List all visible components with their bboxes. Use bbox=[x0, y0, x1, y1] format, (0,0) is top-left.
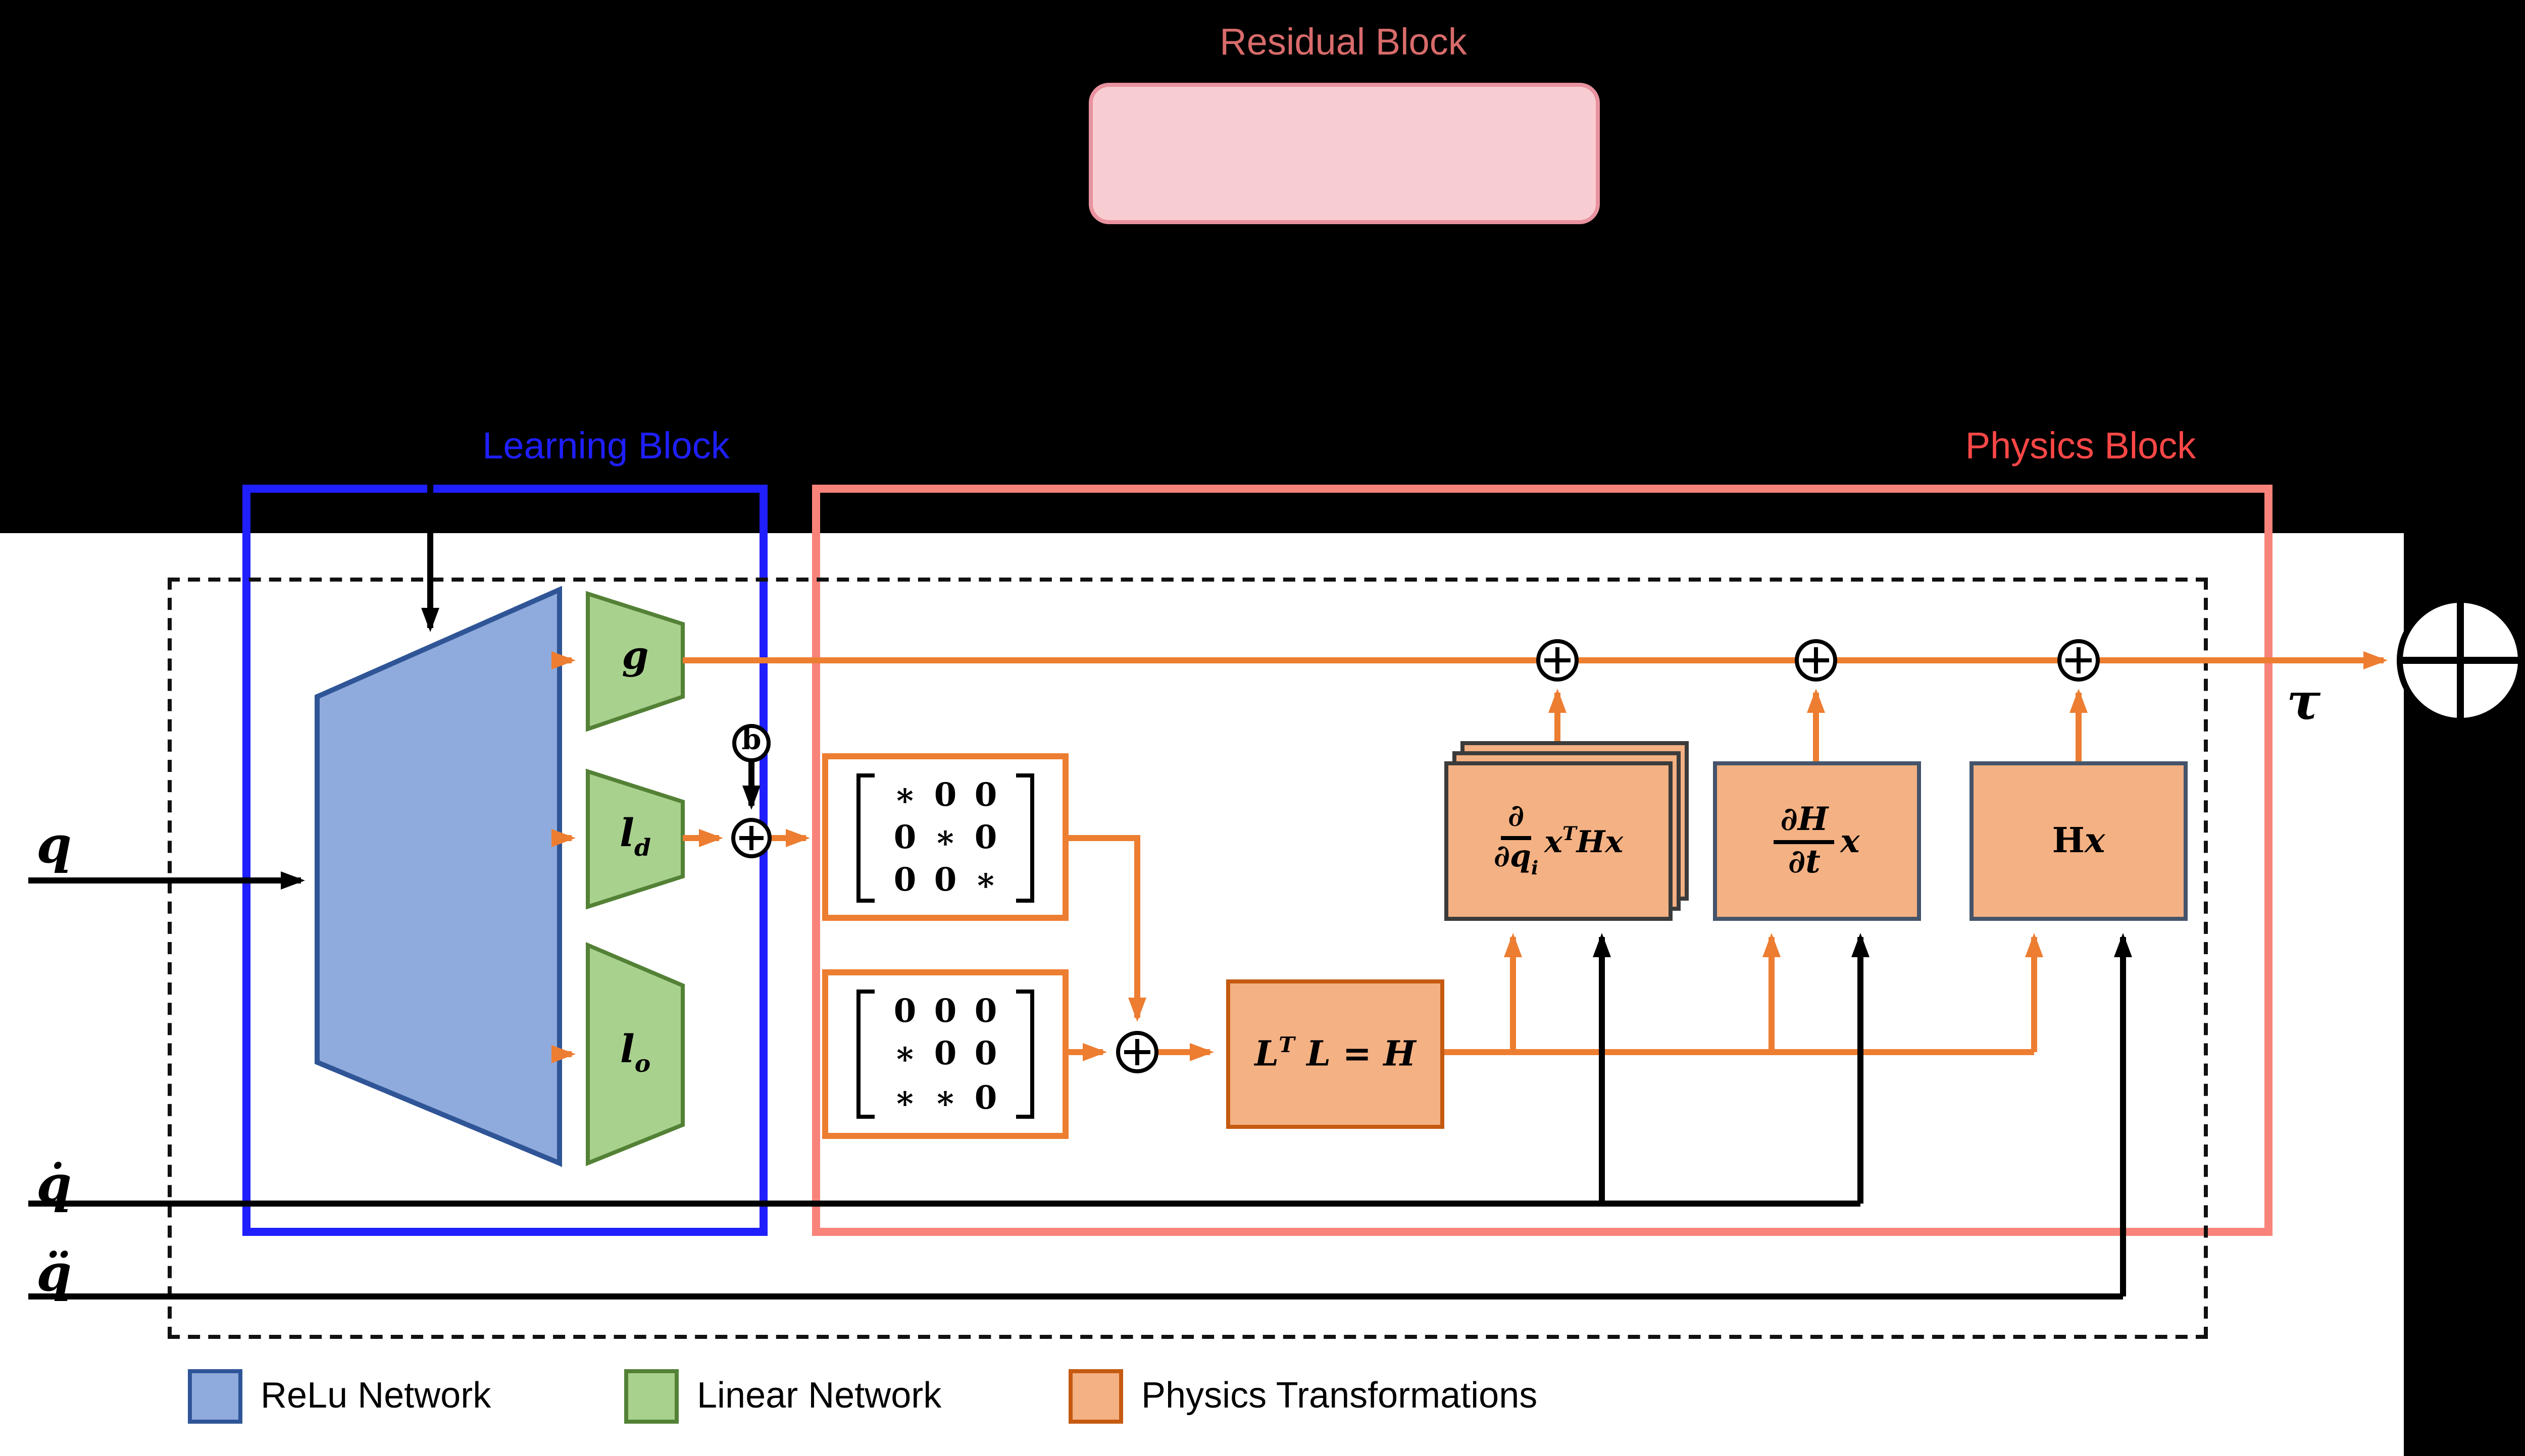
sum-node-3 bbox=[2057, 639, 2100, 682]
linear-network-g-trapezoid bbox=[586, 591, 685, 732]
sum-node-after-bias bbox=[731, 818, 772, 858]
qddot-input-label: q̈ bbox=[36, 1244, 72, 1303]
qdot-input-label: q̇ bbox=[36, 1155, 72, 1214]
bias-node-circle bbox=[732, 724, 771, 762]
physics-block-outline bbox=[812, 485, 2272, 1236]
right-bracket bbox=[1016, 990, 1034, 1119]
model-boundary-dashed-outline bbox=[168, 578, 2208, 1339]
legend-item-linear: Linear Network bbox=[624, 1367, 941, 1424]
partialq-transform-box: ∂ ∂qi xTHx bbox=[1444, 761, 1673, 921]
physics-block-title: Physics Block bbox=[1965, 424, 2196, 466]
physics-swatch-icon bbox=[1069, 1368, 1123, 1423]
linear-network-lo-trapezoid bbox=[586, 942, 685, 1166]
lo-network-label: lo bbox=[620, 1028, 651, 1078]
legend-item-physics: Physics Transformations bbox=[1069, 1367, 1537, 1424]
partialt-transform-box: ∂H ∂t x bbox=[1713, 761, 1921, 921]
relu-network-trapezoid bbox=[315, 586, 562, 1167]
arrow-diag-matrix-to-sum bbox=[1069, 835, 1146, 1022]
legend-label-relu: ReLu Network bbox=[261, 1374, 491, 1415]
legend-label-physics: Physics Transformations bbox=[1141, 1374, 1538, 1415]
bias-label: b bbox=[741, 725, 762, 757]
cholesky-box: LT L = H bbox=[1226, 979, 1444, 1129]
sum-node-matrices bbox=[1116, 1031, 1158, 1073]
ld-network-label: ld bbox=[620, 812, 651, 862]
learning-block-outline bbox=[242, 485, 768, 1236]
residual-block-title: Residual Block bbox=[1220, 20, 1467, 63]
learning-block-title: Learning Block bbox=[482, 424, 730, 466]
left-bracket bbox=[856, 772, 875, 902]
residual-block-box bbox=[1089, 83, 1600, 224]
left-bracket bbox=[856, 990, 875, 1119]
legend-item-relu: ReLu Network bbox=[188, 1367, 491, 1424]
g-network-label: g bbox=[622, 634, 649, 679]
linear-network-ld-trapezoid bbox=[586, 768, 685, 910]
sum-node-1 bbox=[1536, 639, 1579, 682]
sum-node-2 bbox=[1795, 639, 1837, 682]
output-sum-node bbox=[2397, 597, 2524, 724]
legend-label-linear: Linear Network bbox=[697, 1374, 942, 1415]
hx-transform-box: Hx bbox=[1970, 761, 2188, 921]
tau-output-label: τ bbox=[2287, 672, 2321, 731]
linear-swatch-icon bbox=[624, 1368, 679, 1423]
q-input-label: q bbox=[36, 816, 72, 874]
right-bracket bbox=[1016, 772, 1034, 902]
relu-swatch-icon bbox=[188, 1368, 242, 1423]
